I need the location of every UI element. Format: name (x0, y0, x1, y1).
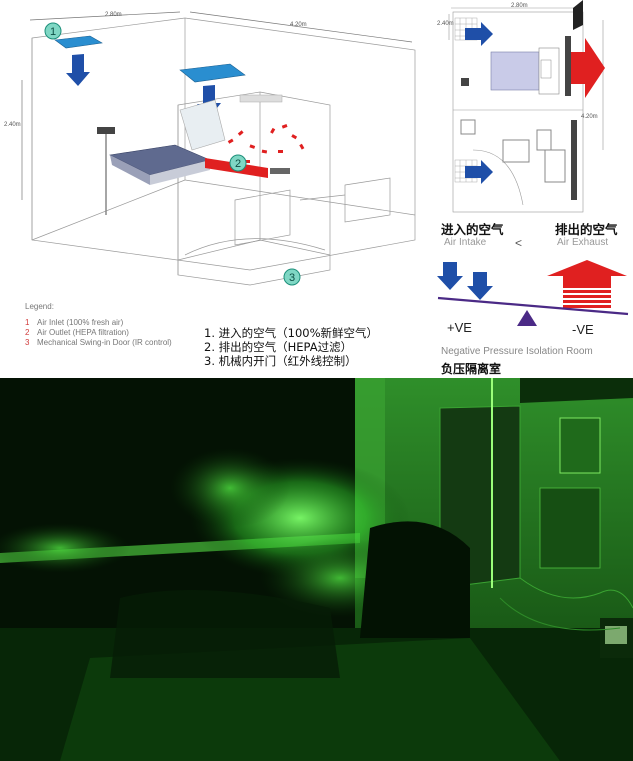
plan-intake-arrow-1 (465, 22, 493, 46)
laser-smoke-photo-image (0, 378, 633, 761)
plan-exhaust-arrow (571, 38, 605, 98)
marker-1: 1 (44, 22, 62, 40)
wall-panel (239, 94, 283, 103)
air-inlet-vent-2 (179, 63, 246, 83)
balance-beam (437, 296, 629, 316)
ante-room-panel (270, 168, 290, 174)
marker-2: 2 (229, 154, 247, 172)
cn-list-item: 3. 机械内开门（红外线控制） (204, 354, 357, 368)
exhaust-airflow-arrows (227, 124, 305, 163)
svg-text:2: 2 (235, 158, 241, 170)
plan-dim-top: 2.80m (511, 3, 528, 9)
room-title-cn: 负压隔离室 (441, 362, 502, 376)
room-title-en: Negative Pressure Isolation Room (441, 346, 593, 357)
svg-text:3: 3 (289, 272, 295, 284)
isolation-room-3d-diagram: 2.80m 4.20m 2.40m (4, 11, 416, 286)
legend-title: Legend: (25, 302, 54, 311)
balance-blue-arrow-1 (437, 262, 463, 290)
bed-base (150, 160, 210, 185)
dim-width-label: 2.80m (105, 12, 122, 18)
air-intake-cn-label: 进入的空气 (441, 222, 504, 237)
balance-red-arrow (547, 260, 627, 288)
inlet-down-arrow-1 (66, 54, 90, 86)
balance-blue-arrow-2 (467, 272, 493, 300)
air-inlet-vent-1 (54, 35, 103, 49)
marker-3: 3 (283, 268, 301, 286)
chinese-legend-list: 1. 进入的空气（100%新鲜空气） 2. 排出的空气（HEPA过滤） 3. 机… (204, 326, 378, 368)
diagram-panel: 2.80m 4.20m 2.40m (0, 0, 633, 378)
isolation-room-plan-diagram: 2.80m 2.40m 4.20m (437, 0, 605, 213)
laser-smoke-photo (0, 378, 633, 761)
plan-wall-panel (571, 120, 577, 200)
pressure-balance-diagram (437, 260, 629, 326)
plan-wall-panel (565, 36, 571, 96)
dim-height-label: 2.40m (4, 122, 21, 128)
plan-intake-arrow-2 (465, 160, 493, 184)
plan-bed (490, 51, 540, 91)
plan-dim-left: 2.40m (437, 21, 454, 27)
bed-side (110, 155, 150, 185)
svg-text:1: 1 (50, 26, 56, 38)
air-exhaust-en-label: Air Exhaust (557, 237, 609, 248)
air-exhaust-cn-label: 排出的空气 (555, 222, 618, 237)
dim-length-label: 4.20m (290, 22, 307, 28)
cn-list-item: 2. 排出的空气（HEPA过滤） (204, 340, 353, 354)
plan-dim-right: 4.20m (581, 114, 598, 120)
glass-partition (179, 99, 226, 151)
cn-list-item: 1. 进入的空气（100%新鲜空气） (204, 326, 379, 340)
balance-fulcrum (517, 310, 537, 326)
negative-pressure-label: -VE (572, 322, 594, 337)
less-than-symbol: < (515, 236, 523, 250)
air-intake-en-label: Air Intake (444, 237, 487, 248)
bedside-lamp (97, 127, 115, 134)
positive-pressure-label: +VE (447, 320, 472, 335)
